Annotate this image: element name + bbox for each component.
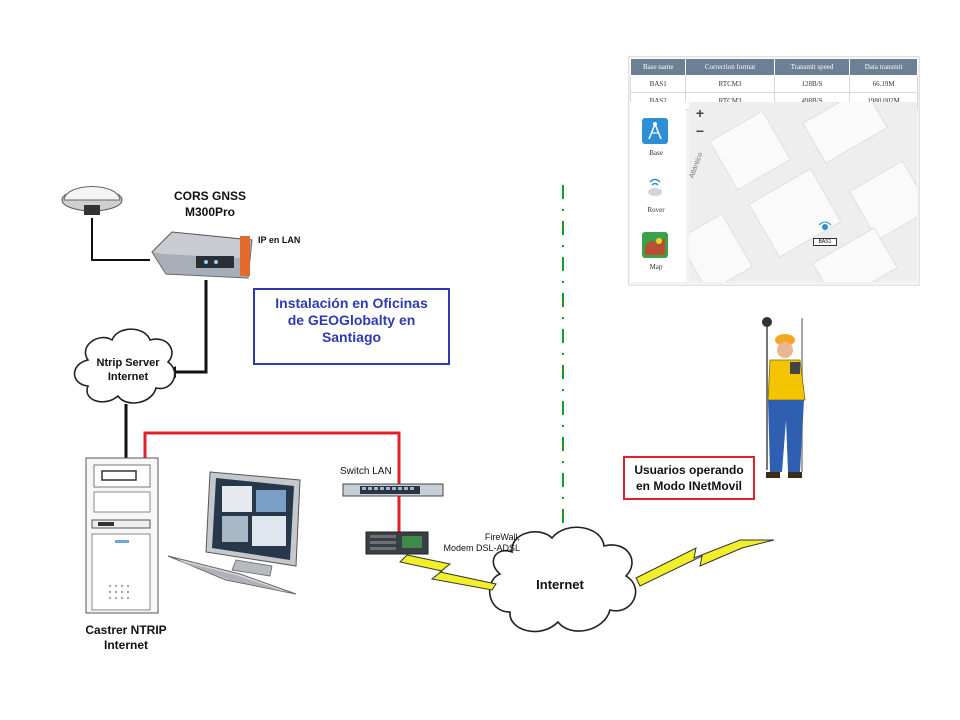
zoom-out-button[interactable]: − [695,123,705,139]
caster-label-line2: Internet [103,638,148,652]
col-transmit-speed: Transmit speed [773,58,851,76]
map-view[interactable]: + − Atlántico BAS1 [689,102,917,282]
users-box-line2: en Modo INetMovil [636,479,742,493]
map-building [848,160,917,241]
cors-title-line1: CORS GNSS [173,189,246,203]
sidebar-label-base: Base [649,149,663,157]
map-building [802,102,888,164]
map-icon [645,235,665,255]
table-row[interactable]: BAS1 RTCM3 128B/S 66.19M [629,75,918,93]
firewall-label-line2: Modem DSL-ADSL [443,543,520,553]
cors-receiver-icon [151,231,253,279]
ntrip-server-label-line2: Internet [107,371,149,383]
sidebar-item-rover[interactable] [642,174,668,200]
base-table-header: Base name Correction format Transmit spe… [629,58,918,76]
users-box-line1: Usuarios operando [634,463,744,477]
panel-sidebar: Base Rover Map [630,102,686,282]
users-box: Usuarios operando en Modo INetMovil [623,456,755,500]
base-station-panel: Base name Correction format Transmit spe… [628,56,920,286]
map-building [689,213,754,282]
col-data-transmit: Data transmit [849,58,918,76]
cell: 66.19M [849,75,918,93]
col-correction-format: Correction format [685,58,775,76]
cell: 128B/S [773,75,851,93]
office-box-line1: Instalación en Oficinas [275,295,428,311]
receiver-to-server-line [172,280,208,374]
cell: BAS1 [629,75,687,93]
firewall-modem-icon [365,531,429,555]
switch-lan-label: Switch LAN [340,466,392,477]
zoom-in-button[interactable]: + [695,105,705,121]
caster-to-switch-red-link [143,431,401,484]
map-building [708,110,792,191]
ntrip-server-cloud [73,328,176,404]
lightning-bolt-left [398,554,497,591]
antenna-cable [91,218,150,261]
sidebar-label-rover: Rover [647,206,665,214]
base-antenna-icon [648,122,662,140]
caster-label-line1: Castrer NTRIP [85,623,167,637]
switch-lan-icon [342,483,444,497]
sidebar-label-map: Map [649,263,663,271]
internet-label: Internet [536,577,584,592]
cell: RTCM3 [685,75,775,93]
sidebar-item-base[interactable] [642,118,668,144]
sidebar-item-map[interactable] [642,232,668,258]
surveyor-icon [762,317,806,478]
office-box-line2: de GEOGlobalty en [287,312,416,328]
cors-title-line2: M300Pro [184,205,236,219]
firewall-label-line1: FireWall, [484,532,520,542]
workstation-icon [167,471,301,595]
office-location-box: Instalación en Oficinas de GEOGlobalty e… [253,288,450,365]
rover-signal-icon [648,178,662,196]
lightning-bolt-right [635,539,775,587]
marker-antenna-icon [818,221,832,230]
office-box-line3: Santiago [321,329,382,345]
gnss-antenna-icon [61,186,123,215]
ntrip-server-label-line1: Ntrip Server [96,357,160,369]
marker-label: BAS1 [813,238,837,246]
caster-server-icon [85,457,159,614]
col-base-name: Base name [629,58,687,76]
ip-lan-label: IP en LAN [258,235,301,245]
base-marker[interactable]: BAS1 [813,220,837,246]
street-label: Atlántico [689,151,705,180]
